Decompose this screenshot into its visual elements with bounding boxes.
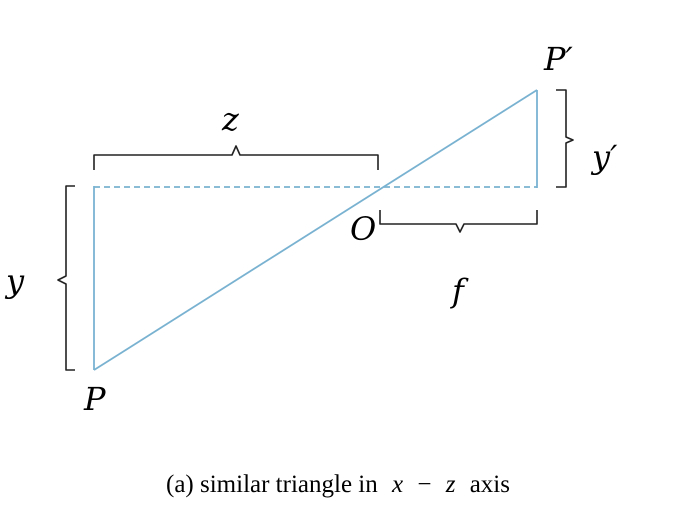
diagonal-line [93, 89, 538, 371]
label-f: f [450, 272, 469, 310]
f-brace [379, 210, 538, 233]
caption-prefix: (a) similar triangle in [166, 471, 378, 498]
caption-var-x: x [391, 471, 403, 498]
label-z: z [221, 100, 240, 138]
label-y: y [4, 262, 25, 300]
figure-caption: (a) similar triangle in x − z axis [166, 471, 510, 498]
z-brace [93, 145, 379, 170]
y-prime-brace [556, 89, 574, 188]
y-brace [57, 185, 75, 371]
caption-var-z: z [445, 471, 456, 498]
caption-minus: − [417, 471, 431, 498]
label-O: O [350, 210, 376, 248]
label-y-prime: y′ [590, 138, 618, 176]
label-P-prime: P′ [543, 40, 574, 78]
caption-suffix: axis [470, 471, 510, 498]
label-P: P [83, 380, 106, 418]
